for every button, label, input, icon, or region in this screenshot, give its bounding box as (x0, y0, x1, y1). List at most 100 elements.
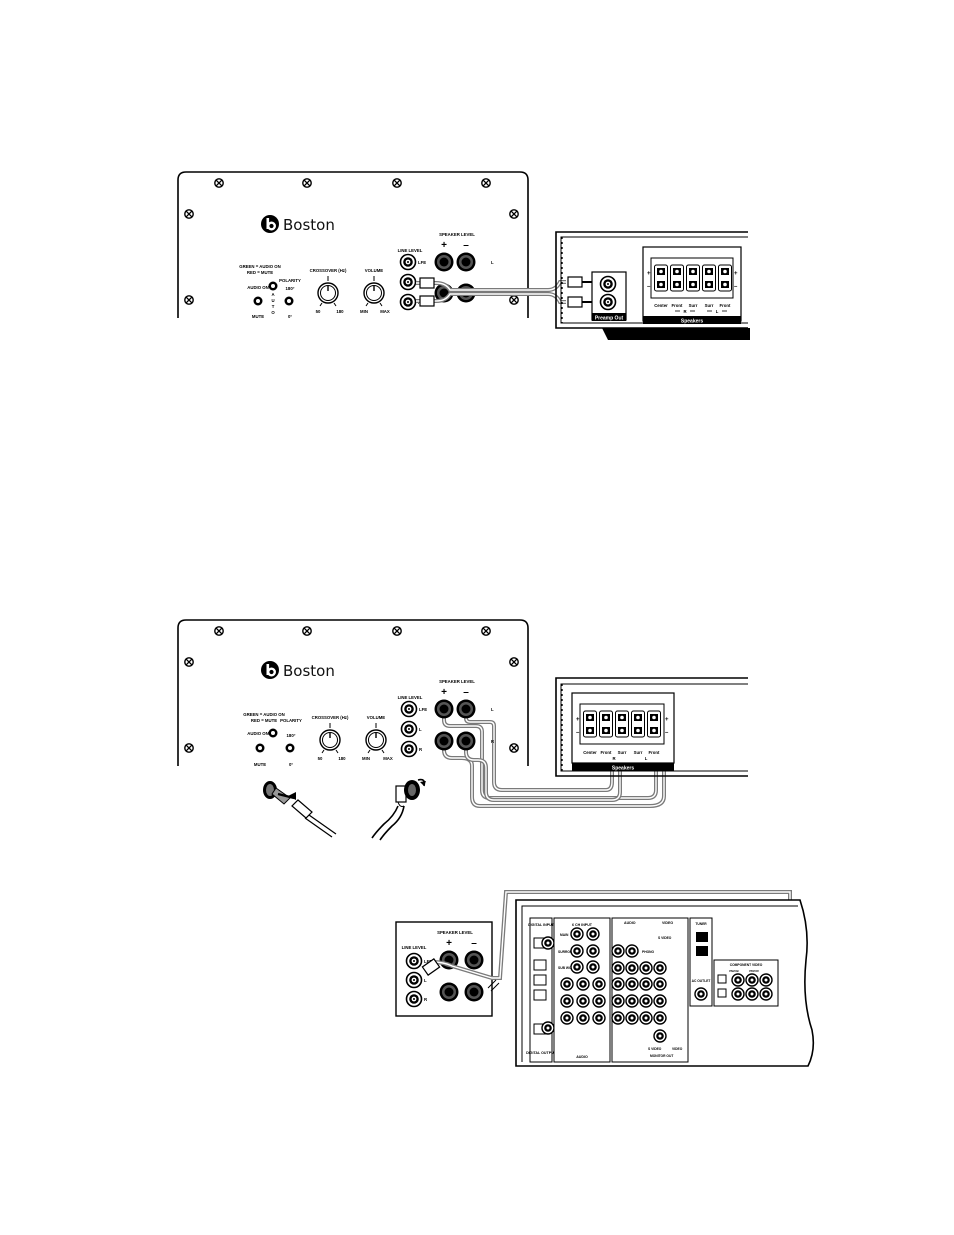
crossover-max-2: 180 (338, 756, 346, 761)
surround-label: SURROUND (558, 950, 578, 954)
svg-text:Front: Front (601, 750, 613, 755)
6ch-input-label: 6 CH INPUT (572, 923, 593, 927)
speaker-post-l-minus-2[interactable] (456, 699, 476, 719)
main-label: MAIN (560, 933, 569, 937)
diagram-3-lfe-connection: SPEAKER LEVEL + – LINE LEVEL LFE L R DIG… (395, 890, 815, 1067)
diagram-1-preamp-connection: Boston GREEN = AUDIO ON RED = MUTE AUDIO… (177, 171, 750, 340)
preamp-out-jack-1[interactable] (599, 275, 617, 293)
polarity-button-2[interactable] (285, 743, 295, 753)
mute-button[interactable] (253, 296, 263, 306)
speaker-post-l-minus[interactable] (456, 252, 476, 272)
minus-label-3: – (471, 938, 477, 949)
brand-name-2: Boston (283, 662, 335, 680)
minus-label: – (463, 240, 469, 251)
preamp-out-label: Preamp Out (595, 316, 624, 322)
speaker-post-l-minus-3[interactable] (464, 950, 484, 970)
svg-text:+: + (647, 271, 651, 277)
volume-knob[interactable] (363, 282, 385, 307)
plus-label-2: + (441, 687, 447, 698)
boston-logo-icon (259, 213, 281, 235)
digital-output-label: DIGITAL OUTPUT (526, 1051, 557, 1055)
speakers-label-2: Speakers (612, 766, 634, 772)
lfe-jack-2[interactable] (400, 700, 418, 718)
pb-cb-label: PB/CB (729, 969, 739, 973)
line-level-label-2: LINE LEVEL (398, 695, 423, 700)
svg-text:Surr: Surr (618, 750, 627, 755)
line-l-jack[interactable] (399, 273, 417, 291)
speaker-post-r-plus-3[interactable] (439, 982, 459, 1002)
speaker-wires (442, 709, 666, 808)
speaker-level-label-3: SPEAKER LEVEL (437, 930, 473, 935)
svg-text:–: – (647, 284, 651, 290)
l-label-3: L (424, 978, 427, 983)
lfe-jack[interactable] (399, 253, 417, 271)
minus-label-2: – (463, 687, 469, 698)
s-video-bottom-label: S VIDEO (648, 1047, 662, 1051)
preamp-out-jack-2[interactable] (599, 293, 617, 311)
mute-label: MUTE (252, 314, 264, 319)
audio-top-label: AUDIO (624, 921, 636, 925)
svg-text:U: U (271, 298, 274, 303)
subwoofer-panel-2 (177, 619, 529, 766)
volume-knob-2[interactable] (365, 729, 387, 754)
volume-min-2: MIN (362, 756, 370, 761)
audio-bottom-label: AUDIO (576, 1055, 588, 1059)
svg-text:R: R (612, 756, 616, 761)
crossover-knob[interactable] (317, 282, 339, 307)
mute-button-2[interactable] (255, 743, 265, 753)
pr-cr-label: PR/CR (749, 969, 759, 973)
speakers-label: Speakers (681, 319, 703, 325)
line-r-jack-2[interactable] (400, 740, 418, 758)
mute-legend-d2: GREEN = AUDIO ON (243, 712, 285, 717)
speaker-post-r-minus-2[interactable] (456, 731, 476, 751)
plus-label: + (441, 240, 447, 251)
line-level-label-3: LINE LEVEL (402, 945, 427, 950)
polarity-180: 180° (286, 286, 295, 291)
speaker-post-l-plus-2[interactable] (434, 699, 454, 719)
svg-text:L: L (645, 756, 648, 761)
rca-cable (416, 276, 592, 308)
subwoofer-label: SUB WOOFER (558, 966, 581, 970)
svg-text:Front: Front (720, 303, 732, 308)
audio-on-label: AUDIO ON (247, 285, 269, 290)
line-r-jack[interactable] (399, 293, 417, 311)
volume-max-2: MAX (383, 756, 393, 761)
crossover-min: 50 (316, 309, 321, 314)
l-label-2: L (419, 727, 422, 732)
svg-text:–: – (576, 730, 580, 736)
volume-label-2: VOLUME (367, 715, 386, 720)
line-r-jack-3[interactable] (405, 990, 423, 1008)
polarity-0-2: 0° (289, 762, 293, 767)
svg-text:R: R (683, 309, 687, 314)
receiver-rear-panel: DIGITAL INPUT DIGITAL OUTPUT 6 CH INPUT … (515, 899, 815, 1067)
line-l-jack-3[interactable] (405, 971, 423, 989)
lfe-label: LFE (418, 260, 426, 265)
crossover-min-2: 50 (318, 756, 323, 761)
spk-l-label: L (491, 260, 494, 265)
line-level-label: LINE LEVEL (398, 248, 423, 253)
svg-text:A: A (271, 292, 274, 297)
lfe-label-2: LFE (419, 707, 427, 712)
svg-text:–: – (734, 284, 738, 290)
crossover-knob-2[interactable] (319, 729, 341, 754)
speaker-post-r-minus-3[interactable] (464, 982, 484, 1002)
crossover-label-2: CROSSOVER (Hz) (312, 715, 349, 720)
digital-input-label: DIGITAL INPUT (528, 923, 555, 927)
r-label-2: R (419, 747, 423, 752)
speaker-post-l-plus[interactable] (434, 252, 454, 272)
mute-legend: GREEN = AUDIO ON (239, 264, 281, 269)
svg-text:Center: Center (583, 750, 597, 755)
phono-label: PHONO (642, 950, 655, 954)
polarity-button[interactable] (284, 296, 294, 306)
line-l-jack-2[interactable] (400, 720, 418, 738)
status-led-icon (268, 281, 278, 291)
mute-legend-2-d2: RED = MUTE (251, 718, 277, 723)
speaker-level-label-2: SPEAKER LEVEL (439, 679, 475, 684)
banana-plug-inset (263, 781, 337, 838)
lfe-jack-3[interactable] (405, 952, 423, 970)
speaker-post-r-plus-2[interactable] (434, 731, 454, 751)
svg-text:Surr: Surr (689, 303, 698, 308)
spk-l-label-2: L (491, 707, 494, 712)
boston-logo-icon-2 (259, 659, 281, 681)
monitor-out-label: MONITOR OUT (650, 1054, 673, 1058)
